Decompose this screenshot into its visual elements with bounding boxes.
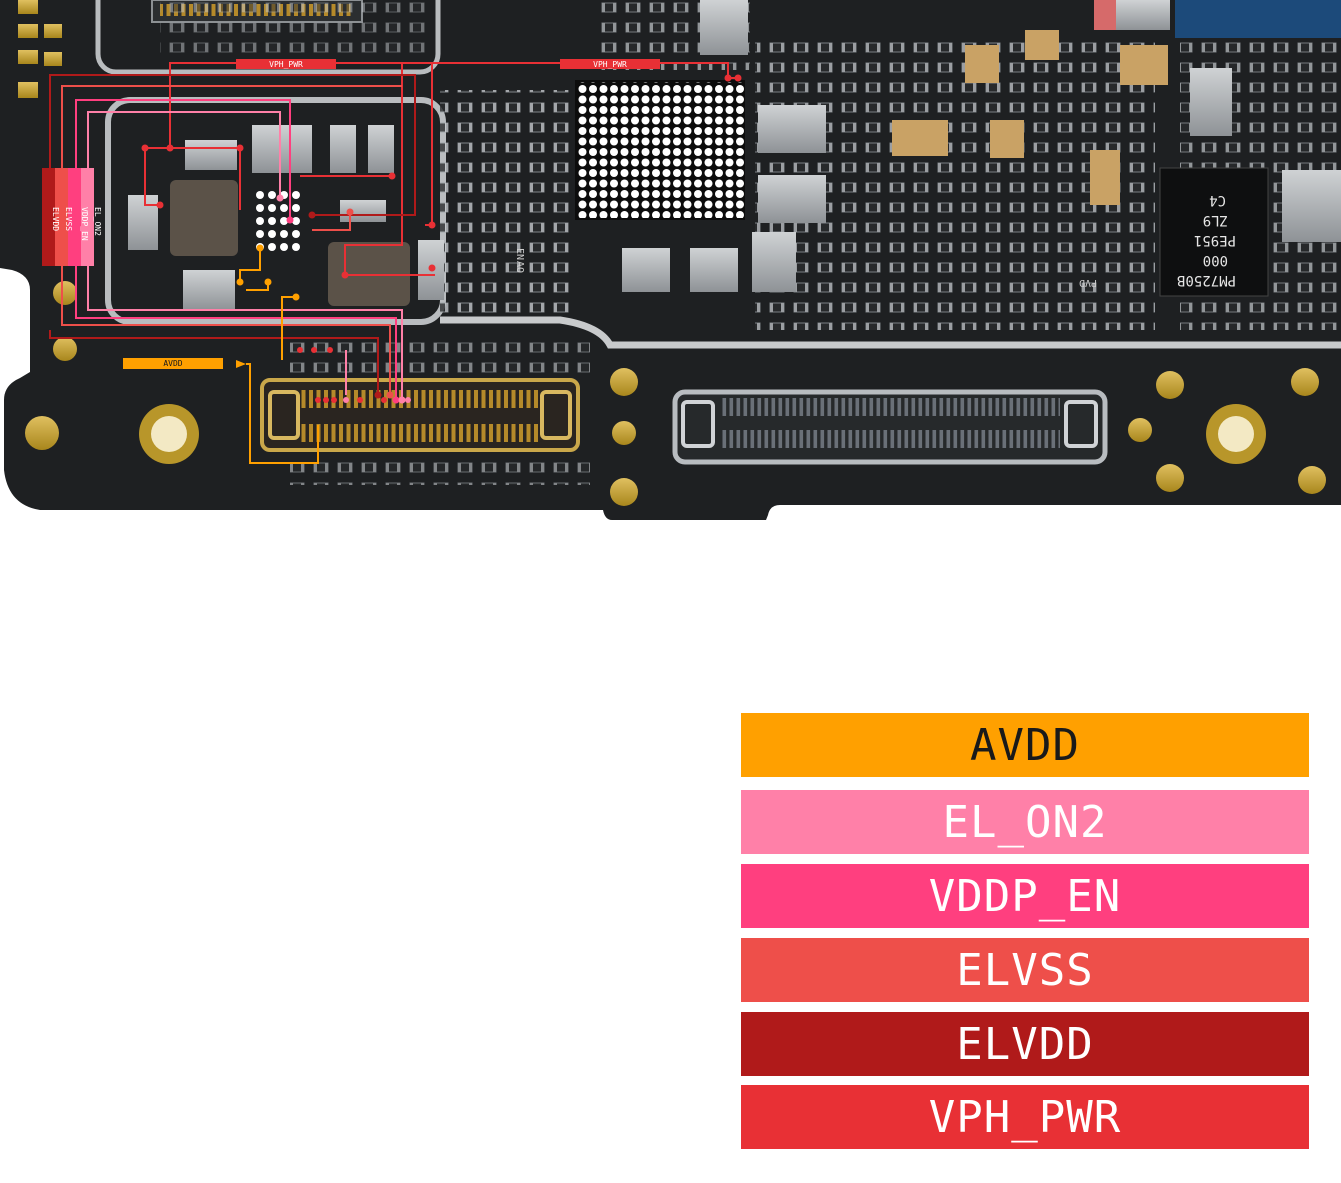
legend-item-vddp-en: VDDP_EN: [741, 864, 1309, 928]
legend-label: VDDP_EN: [928, 870, 1122, 922]
legend-item-vph-pwr: VPH_PWR: [741, 1085, 1309, 1149]
legend-label: ELVDD: [956, 1018, 1094, 1070]
pcb-board-photo: PM7250B 000 PE951 ZL9 C4 EN AO PVD: [0, 0, 1341, 520]
legend-item-el-on2: EL_ON2: [741, 790, 1309, 854]
net-label-stack: [42, 168, 94, 266]
board-label-vddp-en: VDDP_EN: [80, 207, 89, 241]
board-label-el-on2: EL_ON2: [93, 207, 102, 236]
legend-label: AVDD: [970, 719, 1080, 771]
board-label-elvss: ELVSS: [64, 207, 73, 231]
small-chip-marking-2: AO: [514, 261, 525, 273]
board-label-vph-pwr-right: VPH_PWR: [593, 60, 627, 69]
small-chip-marking-1: EN: [514, 248, 525, 260]
pmic-marking-1: PM7250B: [1177, 272, 1236, 288]
board-label-vph-pwr-left: VPH_PWR: [269, 60, 303, 69]
board-label-elvdd: ELVDD: [51, 207, 60, 231]
pmic-marking-2: 000: [1203, 252, 1228, 268]
fpc-connector-secondary: [672, 389, 1108, 465]
board-label-avdd: AVDD: [163, 359, 182, 368]
pmic-marking-5: C4: [1209, 192, 1226, 208]
pvd-marking: PVD: [1079, 277, 1097, 288]
legend-item-elvdd: ELVDD: [741, 1012, 1309, 1076]
legend-item-elvss: ELVSS: [741, 938, 1309, 1002]
pmic-marking-4: ZL9: [1203, 212, 1228, 228]
legend-label: EL_ON2: [942, 796, 1108, 848]
pmic-marking-3: PE951: [1194, 232, 1236, 248]
legend-label: VPH_PWR: [928, 1091, 1122, 1143]
legend-item-avdd: AVDD: [741, 713, 1309, 777]
fpc-connector-main: [260, 378, 580, 452]
legend-label: ELVSS: [956, 944, 1094, 996]
